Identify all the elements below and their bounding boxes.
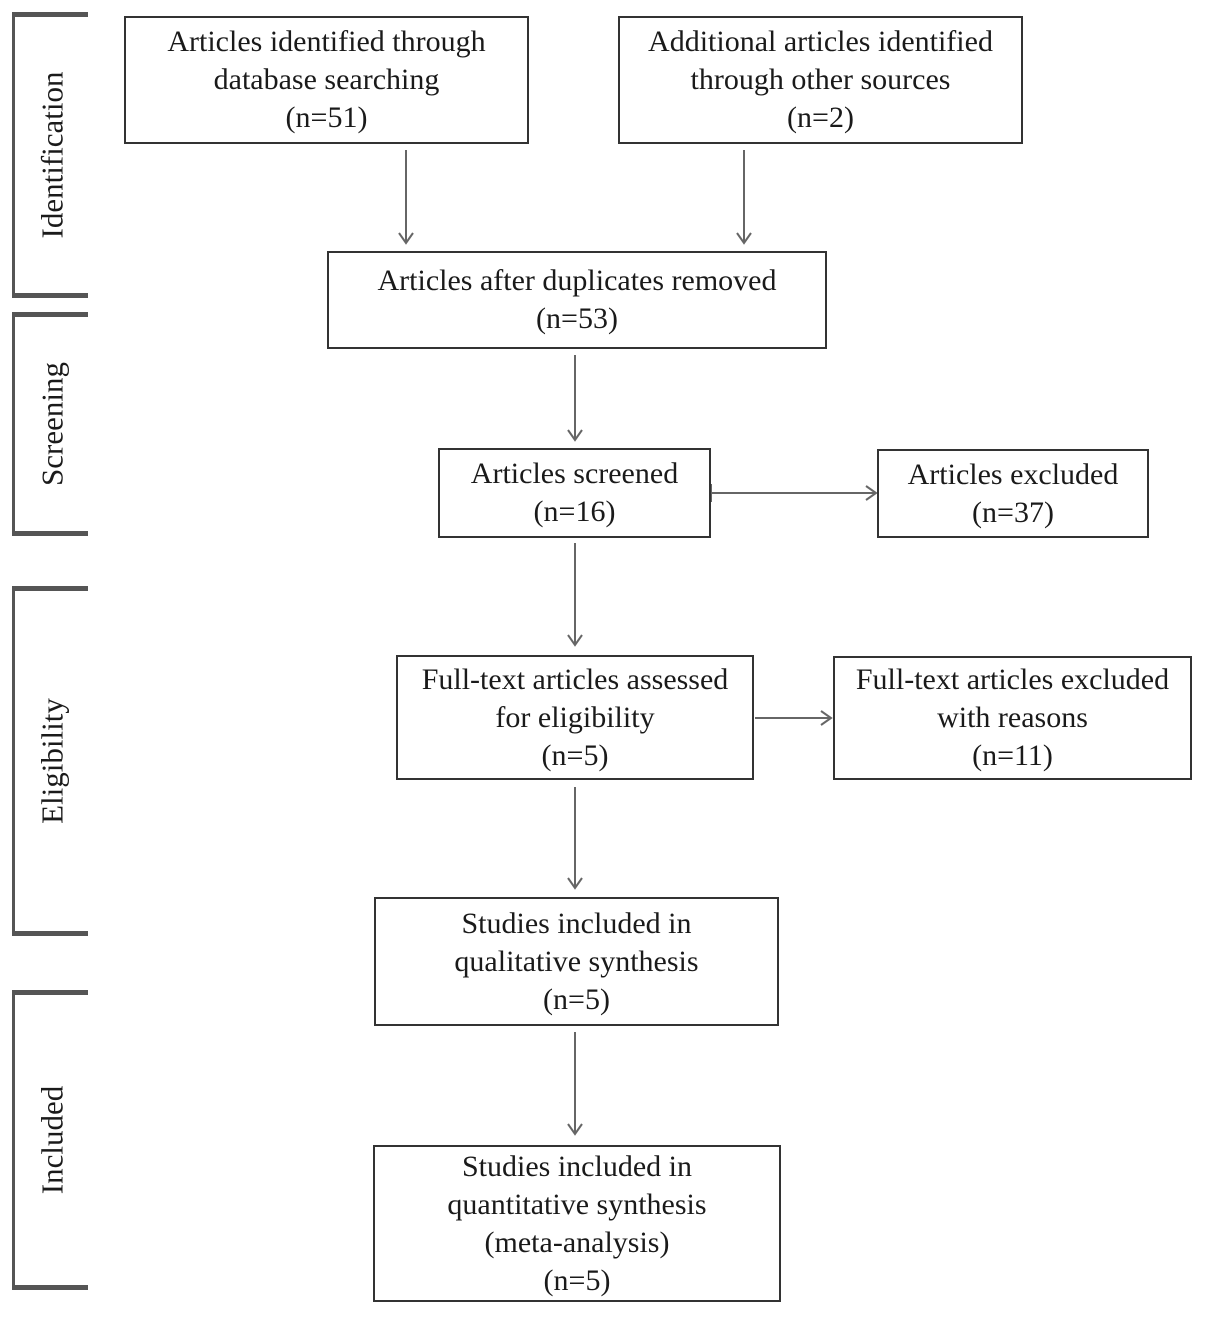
- box-text-line: Full-text articles assessed: [421, 662, 729, 696]
- box-text-line: Studies included in: [462, 1149, 692, 1183]
- box-text-line: (n=51): [285, 101, 368, 134]
- arrowhead-duplicates-to-screened: [567, 429, 583, 442]
- box-text-line: (n=37): [972, 495, 1054, 529]
- box-text-line: Articles excluded: [907, 457, 1119, 491]
- arrowhead-fulltext-to-qualitative: [567, 877, 583, 890]
- arrowhead-other-to-duplicates: [736, 232, 752, 245]
- arrowhead-database-to-duplicates: [398, 232, 414, 245]
- box-text-line: Articles screened: [470, 457, 679, 490]
- box-text-line: (n=5): [543, 1263, 611, 1297]
- box-text-line: database searching: [213, 63, 440, 96]
- box-text-line: (n=5): [543, 982, 610, 1016]
- box-text-line: Articles after duplicates removed: [377, 264, 777, 297]
- box-quantitative-synthesis: Studies included in quantitative synthesi…: [373, 1145, 781, 1302]
- box-text-line: (meta-analysis): [484, 1225, 670, 1259]
- box-excluded: Articles excluded (n=37): [877, 449, 1149, 538]
- stage-screening: Screening: [12, 312, 88, 536]
- box-text-line: through other sources: [690, 63, 951, 96]
- box-text-line: quantitative synthesis: [447, 1187, 707, 1221]
- box-text-line: (n=11): [972, 739, 1053, 772]
- box-database-search: Articles identified through database sear…: [124, 16, 529, 144]
- box-text-line: Studies included in: [461, 906, 692, 940]
- box-fulltext-excluded: Full-text articles excluded with reasons (…: [833, 656, 1192, 780]
- box-text-line: Full-text articles excluded: [855, 663, 1170, 696]
- box-other-sources: Additional articles identified through ot…: [618, 16, 1023, 144]
- box-text-line: Articles identified through: [167, 25, 486, 58]
- stage-eligibility: Eligibility: [12, 586, 88, 936]
- stage-included: Included: [12, 990, 88, 1290]
- box-text-line: (n=5): [541, 738, 609, 772]
- box-text-line: for eligibility: [495, 700, 655, 734]
- box-text-line: (n=16): [533, 495, 616, 528]
- box-text-line: Additional articles identified: [648, 25, 993, 58]
- box-duplicates-removed: Articles after duplicates removed (n=53): [327, 251, 827, 349]
- box-text-line: (n=53): [536, 302, 618, 335]
- box-screened: Articles screened (n=16): [438, 448, 711, 538]
- stage-identification: Identification: [12, 12, 88, 298]
- arrowhead-qualitative-to-quantitative: [567, 1123, 583, 1136]
- arrowhead-fulltext-to-excluded: [820, 710, 833, 726]
- box-fulltext-assessed: Full-text articles assessed for eligibili…: [396, 655, 754, 780]
- arrowhead-screened-to-excluded: [865, 485, 878, 501]
- box-text-line: qualitative synthesis: [454, 944, 699, 978]
- arrowhead-screened-to-fulltext: [567, 634, 583, 647]
- box-text-line: (n=2): [787, 101, 854, 134]
- box-text-line: with reasons: [937, 701, 1088, 734]
- box-qualitative-synthesis: Studies included in qualitative synthesis…: [374, 897, 779, 1026]
